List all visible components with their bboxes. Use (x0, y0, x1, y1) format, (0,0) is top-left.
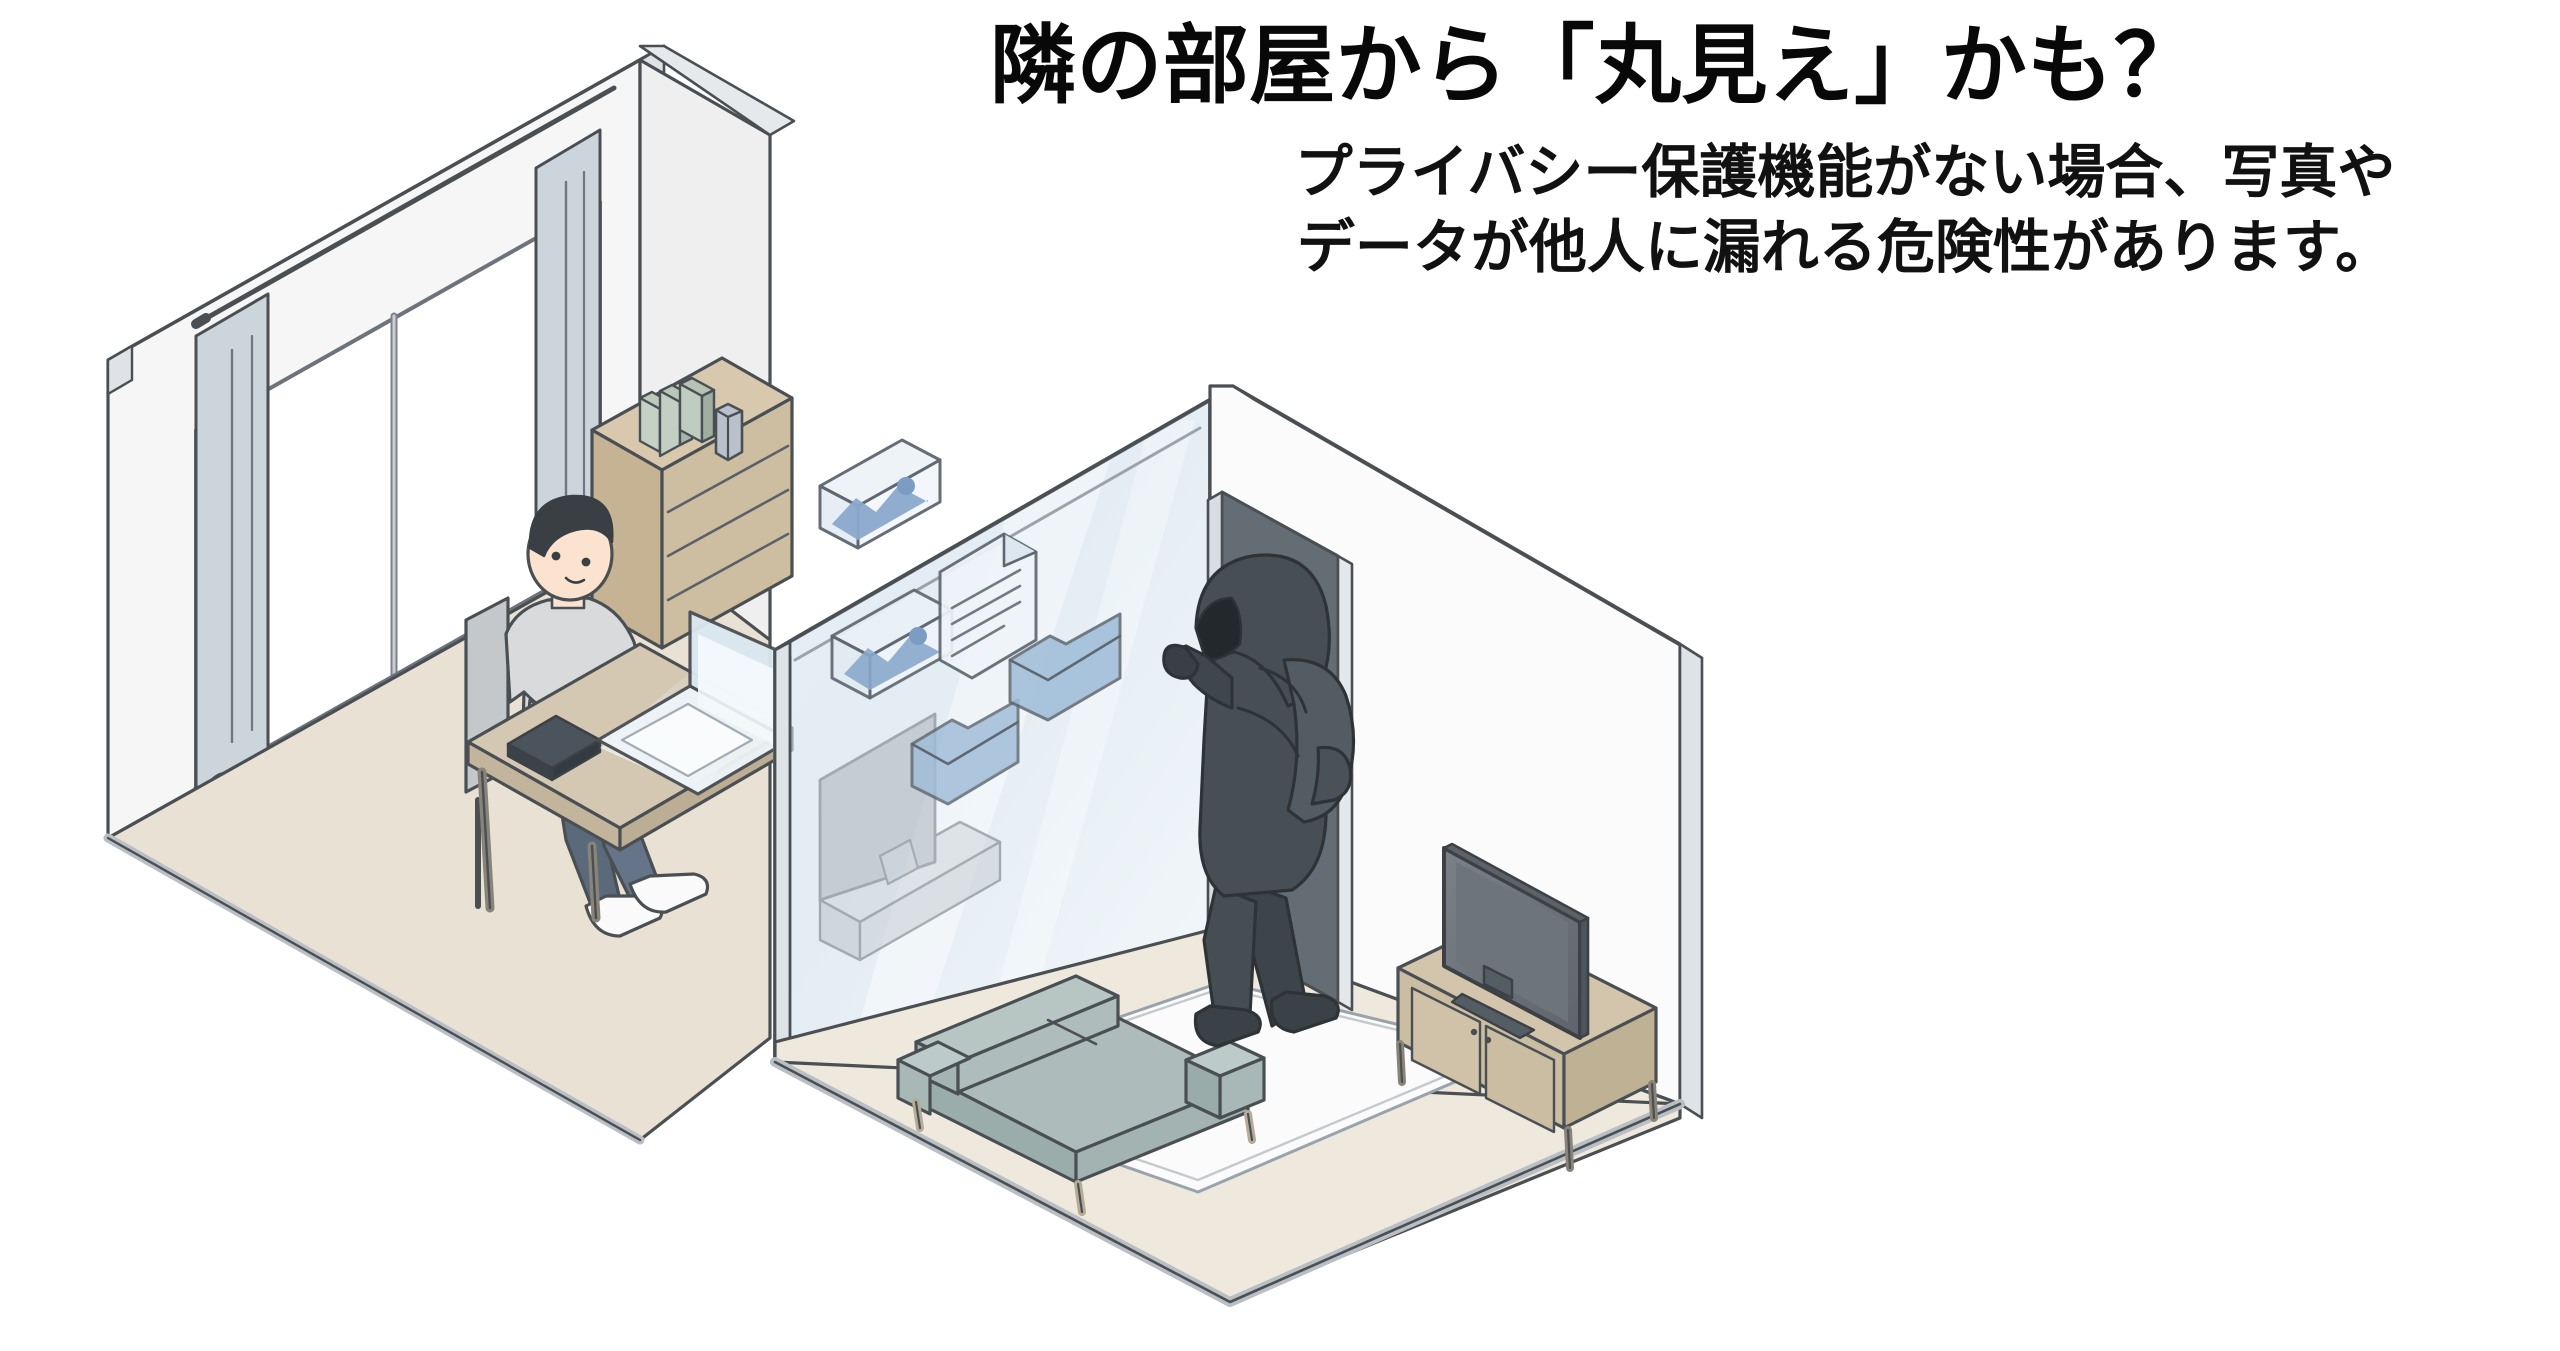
subtitle-line-2: データが他人に漏れる危険性があります。 (1296, 214, 2394, 280)
text-block: 隣の部屋から「丸見え」かも？ プライバシー保護機能がない場合、写真や データが他… (990, 18, 2550, 285)
sofa (896, 974, 1266, 1216)
monitor (818, 712, 1002, 962)
folder-icon (910, 698, 1020, 806)
hair (528, 494, 614, 558)
document-icon (938, 532, 1038, 680)
vase (714, 402, 744, 462)
subtitle-line-1: プライバシー保護機能がない場合、写真や (1294, 140, 2396, 206)
photo-icon (818, 438, 942, 550)
subtitle: プライバシー保護機能がない場合、写真や データが他人に漏れる危険性があります。 (1130, 136, 2560, 284)
tv (1442, 842, 1590, 1040)
photo-icon (830, 588, 954, 700)
smartphone (506, 714, 602, 782)
hooded-intruder (1162, 553, 1356, 1048)
books (638, 376, 716, 458)
page-title: 隣の部屋から「丸見え」かも？ (990, 18, 2201, 114)
folder-icon (1008, 612, 1122, 722)
shoe (584, 872, 710, 938)
right-room (770, 384, 1704, 1307)
laptop (596, 610, 792, 796)
